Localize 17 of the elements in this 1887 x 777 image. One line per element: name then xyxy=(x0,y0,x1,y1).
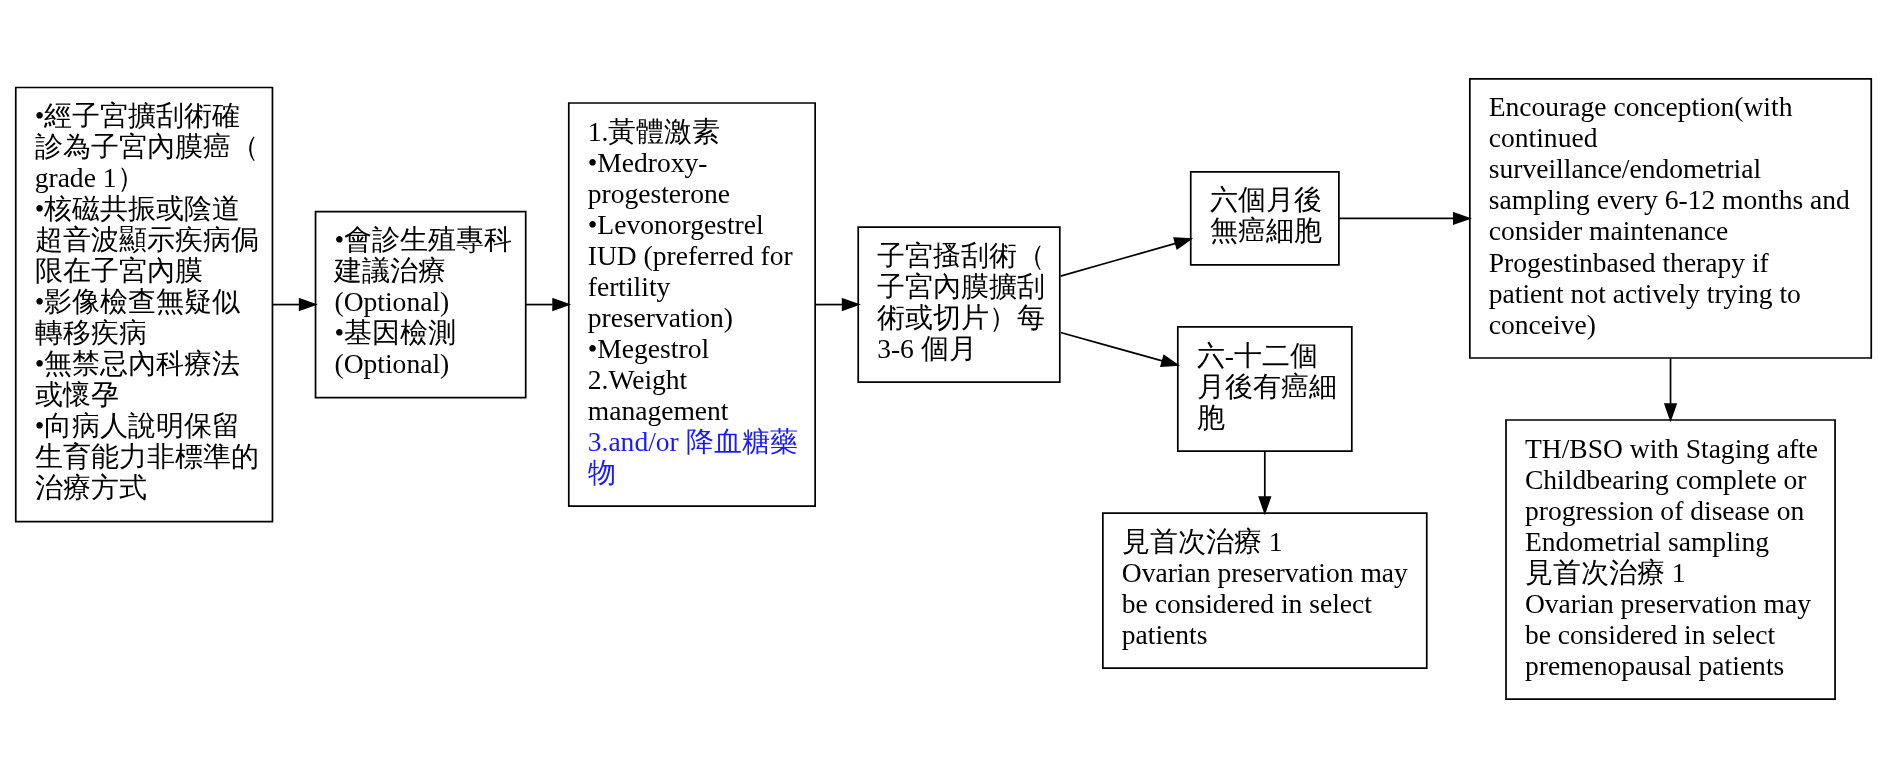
node-box: 六-十二個月後有癌細胞 xyxy=(1176,325,1353,452)
arrow xyxy=(1059,236,1194,277)
arrow xyxy=(1663,356,1678,422)
node-box: •經子宮擴刮術確診為子宮內膜癌（grade 1） •核磁共振或陰道超音波顯示疾病侷限在子宮內膜 •影像檢查無疑似轉移疾病 •無禁忌內科療法或懷孕 •向病人說明保留生育能力非標準的治療方式 xyxy=(14,86,274,522)
arrow xyxy=(814,297,861,311)
arrow xyxy=(271,297,318,311)
node-box: 六個月後無癌細胞 xyxy=(1189,170,1340,266)
arrow xyxy=(1059,331,1181,367)
node-box: •會診生殖專科建議治療 (Optional) •基因檢測 (Optional) xyxy=(314,210,527,398)
node-box: 見首次治療 1 Ovarian preservation may be considered in select patients xyxy=(1102,511,1428,669)
node-box: 子宮搔刮術（子宮內膜擴刮術或切片）每 3-6 個月 xyxy=(857,225,1061,383)
arrow xyxy=(525,297,572,311)
node-box: 1.黃體激素 •Medroxy- progesterone •Levonorgestrel IUD (preferred for fertility preservation) •Megestrol 2.Weight management 3.and/or 降血糖藥物 xyxy=(567,101,816,507)
node-box: Encourage conception(with continued surveillance/endometrial sampling every 6-12 months and consider maintenance Progestinbased therapy if patient not actively trying to conceive) xyxy=(1468,77,1873,359)
arrow xyxy=(1338,211,1472,225)
arrow xyxy=(1258,449,1272,515)
node-box: TH/BSO with Staging afte Childbearing complete or progression of disease on Endometrial sampling 見首次治療 1 Ovarian preservation may be considered in select premenopausal patients xyxy=(1505,418,1836,700)
